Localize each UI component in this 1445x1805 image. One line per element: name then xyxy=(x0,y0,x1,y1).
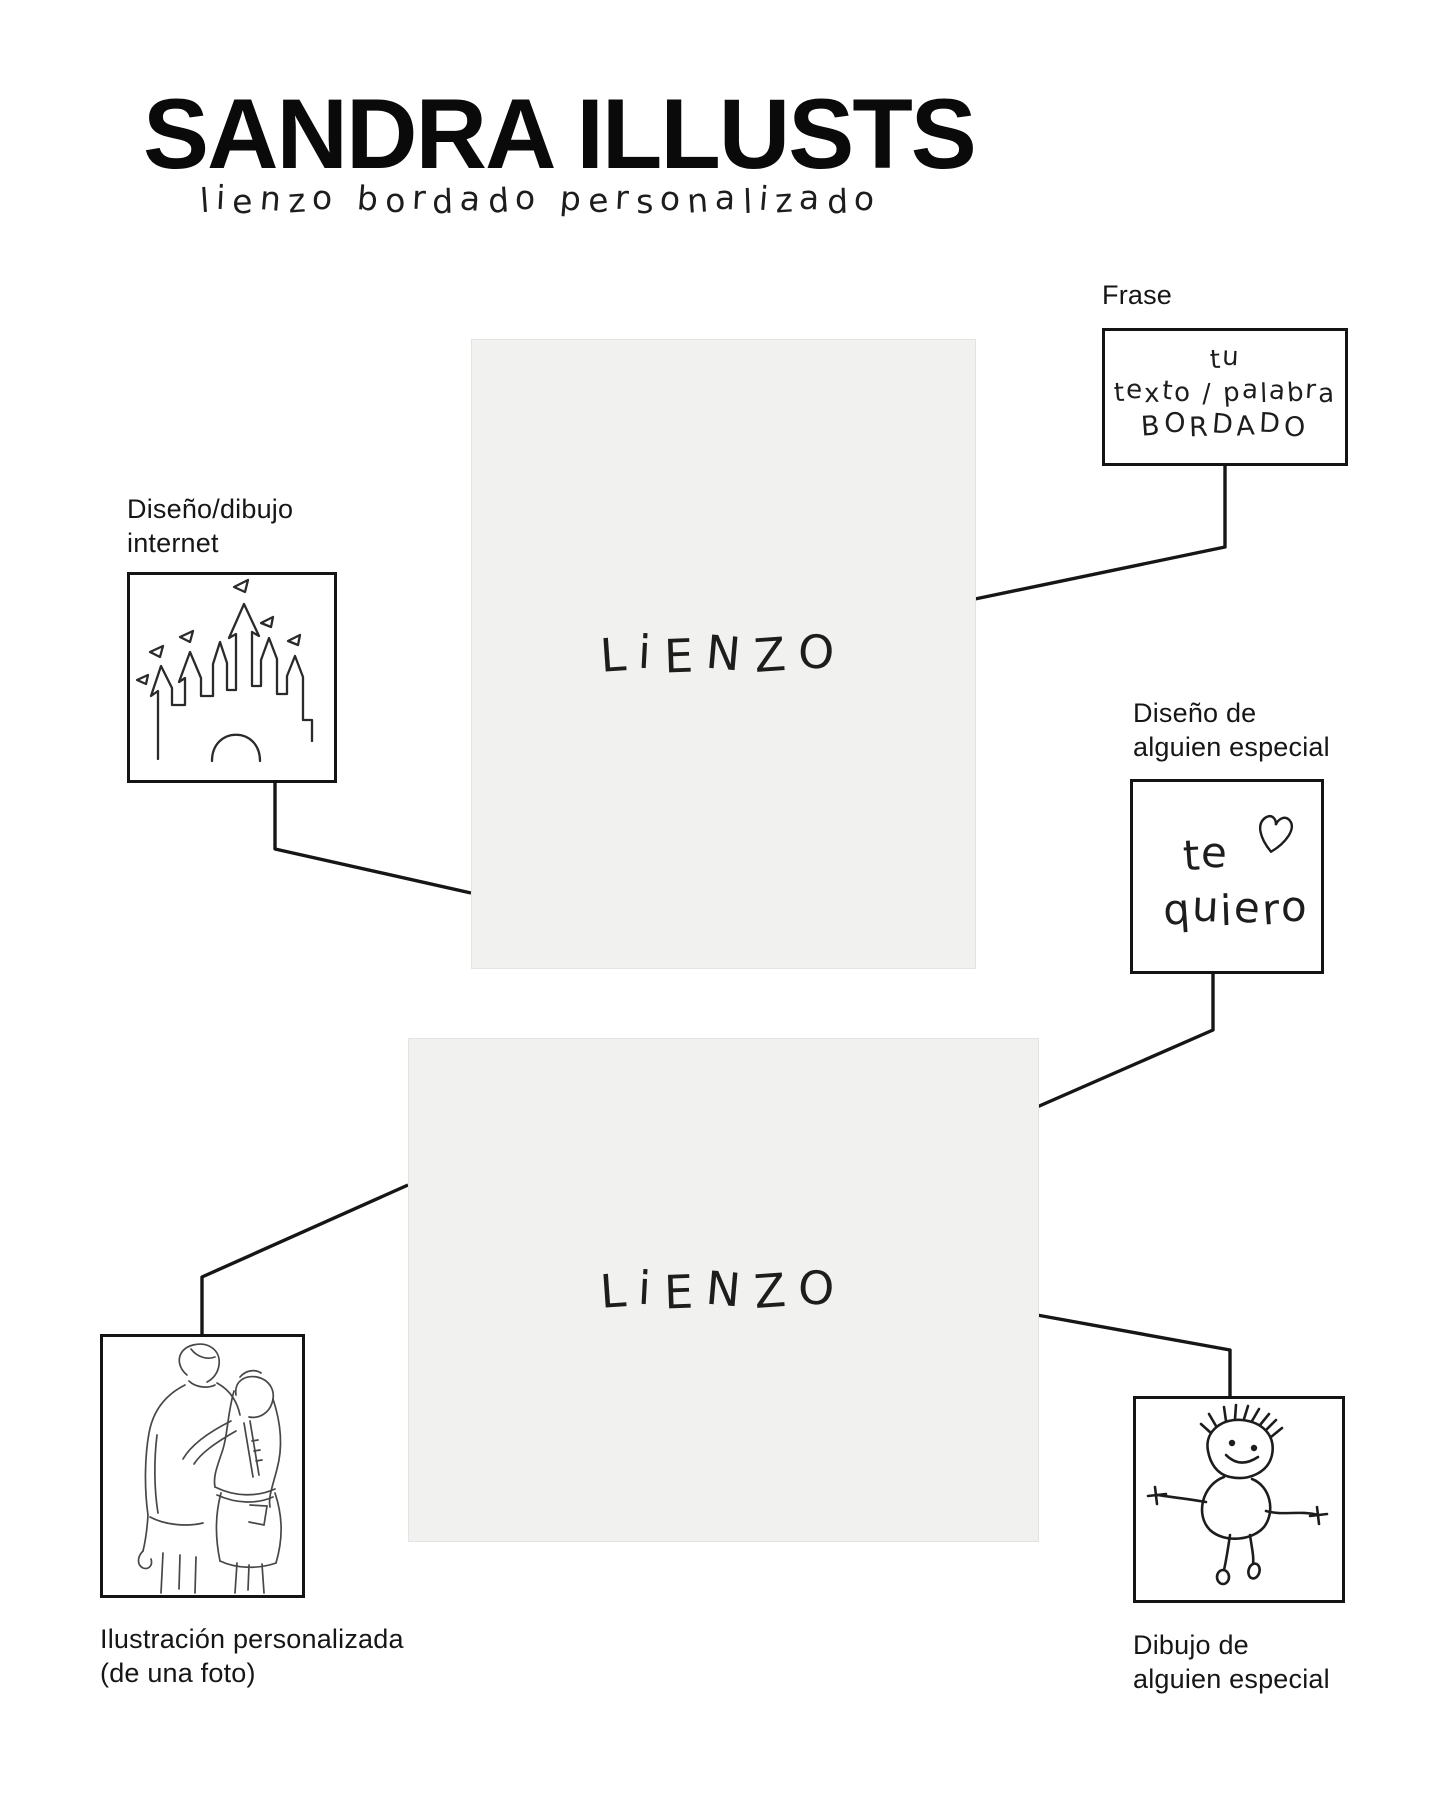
te-quiero-text-line1: te xyxy=(1181,827,1229,881)
heart-icon xyxy=(1258,815,1293,853)
couple-drawing-icon xyxy=(137,1343,282,1594)
te-quiero-text-line2: quiero xyxy=(1161,881,1309,936)
connector-te-quiero xyxy=(1036,974,1215,1109)
photo-illustration-label-line1: Ilustración personalizada xyxy=(100,1624,404,1654)
internet-design-label-line2: internet xyxy=(127,528,219,558)
castle-box xyxy=(127,572,337,783)
photo-illustration-label: Ilustración personalizada (de una foto) xyxy=(100,1622,404,1690)
couple-box xyxy=(100,1334,305,1598)
special-design-label-line1: Diseño de xyxy=(1133,698,1257,728)
connector-child xyxy=(1036,1313,1232,1396)
internet-design-label: Diseño/dibujo internet xyxy=(127,492,293,560)
connector-frase xyxy=(974,466,1227,601)
frase-line-1: tu xyxy=(1208,341,1240,376)
castle-drawing-icon xyxy=(135,578,314,763)
page-title: SANDRA ILLUSTS xyxy=(143,78,977,189)
connector-castle xyxy=(273,783,472,895)
special-drawing-label: Dibujo de alguien especial xyxy=(1133,1628,1330,1696)
special-design-label: Diseño de alguien especial xyxy=(1133,696,1330,764)
connector-couple xyxy=(200,1183,409,1334)
te-quiero-box: te quiero xyxy=(1130,779,1324,974)
special-drawing-label-line2: alguien especial xyxy=(1133,1664,1330,1694)
internet-design-label-line1: Diseño/dibujo xyxy=(127,494,294,524)
frase-line-3: BORDADO xyxy=(1140,407,1306,444)
frase-label: Frase xyxy=(1102,280,1173,310)
special-design-label-line2: alguien especial xyxy=(1133,732,1330,762)
photo-illustration-label-line2: (de una foto) xyxy=(100,1658,256,1688)
child-drawing-box xyxy=(1133,1396,1345,1603)
frase-box: tu texto / palabra BORDADO xyxy=(1102,328,1348,466)
frase-line-2: texto / palabra xyxy=(1113,374,1335,410)
special-drawing-label-line1: Dibujo de xyxy=(1133,1630,1249,1660)
child-drawing-icon xyxy=(1146,1403,1329,1586)
